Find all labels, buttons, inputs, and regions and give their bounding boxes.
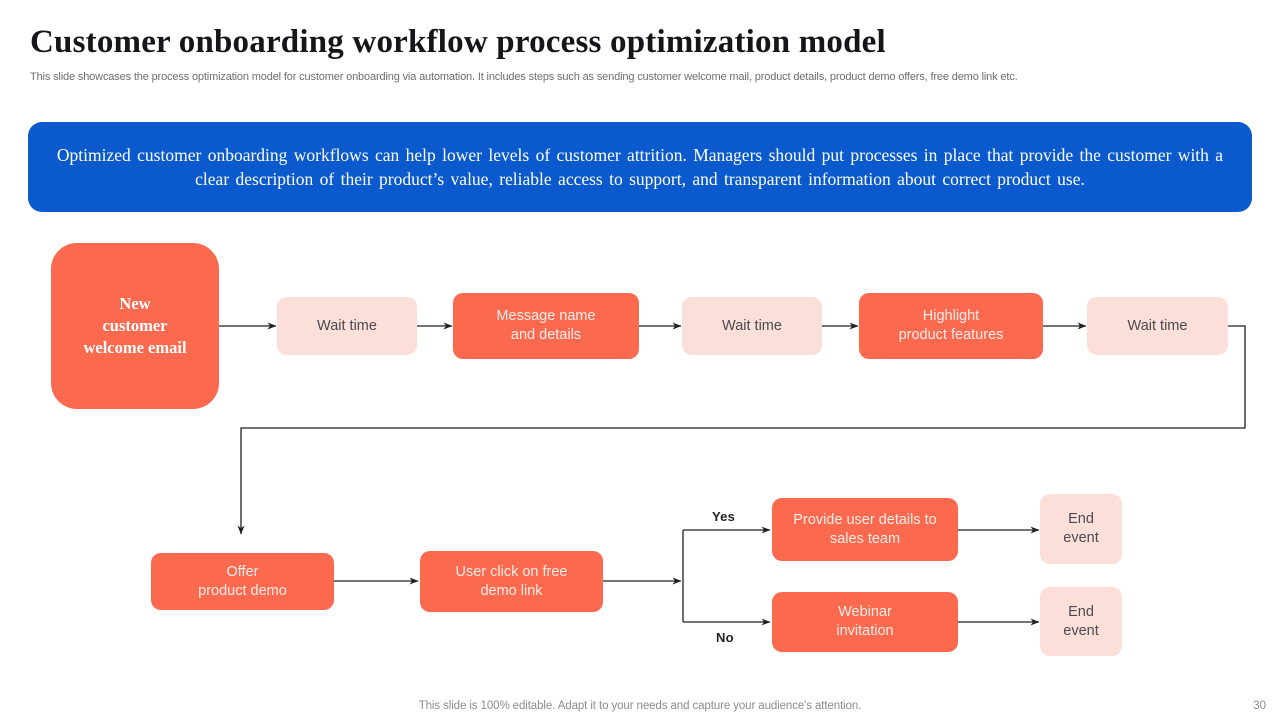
page-number: 30	[1253, 700, 1266, 712]
footer-note: This slide is 100% editable. Adapt it to…	[418, 700, 862, 712]
page-subtitle: This slide showcases the process optimiz…	[30, 71, 1018, 83]
flow-node-wait-3[interactable]: Wait time	[1087, 297, 1228, 355]
branch-label-no: No	[716, 630, 734, 645]
highlight-banner: Optimized customer onboarding workflows …	[28, 122, 1252, 212]
highlight-banner-text: Optimized customer onboarding workflows …	[56, 145, 1224, 189]
flow-node-wait-1[interactable]: Wait time	[277, 297, 417, 355]
branch-label-yes: Yes	[712, 509, 736, 524]
flow-node-wait-2[interactable]: Wait time	[682, 297, 822, 355]
page-title: Customer onboarding workflow process opt…	[30, 24, 886, 60]
